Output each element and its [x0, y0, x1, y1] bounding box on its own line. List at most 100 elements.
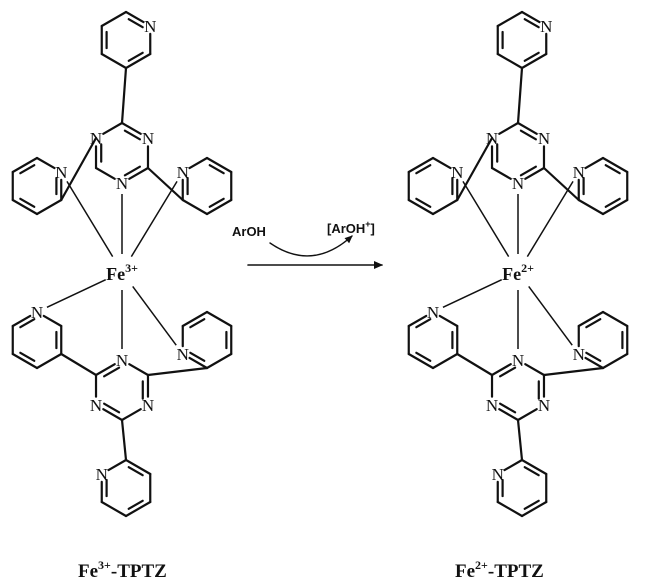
bond-line [60, 136, 98, 202]
bond-line [102, 121, 124, 135]
bond-line [604, 164, 621, 175]
bond-line [120, 66, 128, 125]
bond-line [601, 310, 629, 328]
upper-right-pyridine-ring: N [177, 156, 233, 216]
bond-line [208, 197, 225, 208]
bond-line [11, 314, 32, 328]
lower-bottom-pyridine-ring: N [96, 458, 152, 518]
bond-line [524, 363, 546, 377]
bond-line [431, 198, 459, 216]
bond-line [601, 352, 629, 370]
bond-line [499, 402, 517, 414]
bond-line [415, 197, 432, 208]
bond-line [94, 166, 116, 180]
bond-line [415, 351, 432, 362]
lower-triazine-ring: N N N [486, 351, 550, 422]
bond-line [499, 366, 517, 378]
bond-line [42, 314, 63, 328]
bond-line [127, 18, 144, 29]
bond-line [415, 164, 432, 175]
curved-arrow-icon [269, 235, 353, 257]
nitrogen-atom-label: N [512, 174, 524, 193]
bond-line [124, 500, 152, 518]
nitrogen-atom-label: N [573, 163, 585, 182]
upper-right-pyridine-ring: N [573, 156, 629, 216]
bond-line [127, 51, 144, 62]
bond-line [601, 198, 629, 216]
nitrogen-atom-label: N [90, 396, 102, 415]
nitrogen-atom-label: N [486, 396, 498, 415]
bond-line [35, 352, 63, 370]
nitrogen-atom-label: N [31, 303, 43, 322]
reactant-label: ArOH [232, 224, 266, 239]
bond-line [516, 408, 538, 422]
product-label: [ArOH+] [327, 219, 375, 236]
bond-line [100, 52, 128, 70]
bond-line [520, 500, 548, 518]
bond-line [523, 51, 540, 62]
nitrogen-atom-label: N [116, 174, 128, 193]
fe2-tptz-caption: Fe2+-TPTZ [455, 558, 544, 582]
bond-line [146, 366, 209, 377]
nitrogen-atom-label: N [540, 17, 552, 36]
bond-line [520, 52, 548, 70]
bond-line [205, 310, 233, 328]
bond-line [490, 363, 512, 377]
bond-line [11, 156, 39, 174]
bond-line [542, 166, 580, 202]
bond-line [205, 198, 233, 216]
bond-line [94, 363, 116, 377]
bond-line [542, 366, 605, 377]
bond-line [127, 499, 144, 510]
coordination-bond [132, 286, 177, 346]
coordination-bond [46, 278, 107, 308]
bond-line [407, 156, 435, 174]
upper-top-pyridine-ring: N [496, 10, 552, 70]
bond-line [120, 408, 142, 422]
lower-right-pyridine-ring: N [573, 310, 629, 370]
bond-line [524, 166, 546, 180]
bond-line [503, 458, 524, 472]
bond-line [60, 352, 98, 377]
nitrogen-atom-label: N [427, 303, 439, 322]
bond-line [577, 310, 605, 328]
bond-line [189, 318, 206, 329]
bond-line [107, 458, 128, 472]
bond-line [102, 408, 124, 422]
upper-top-pyridine-ring: N [100, 10, 156, 70]
nitrogen-atom-label: N [492, 465, 504, 484]
coordination-bond [526, 181, 574, 258]
nitrogen-atom-label: N [512, 351, 524, 370]
bond-line [523, 499, 540, 510]
nitrogen-atom-label: N [144, 17, 156, 36]
bond-line [120, 418, 128, 462]
upper-left-pyridine-ring: N [407, 156, 463, 216]
reaction-arrow-group: ArOH [ArOH+] [232, 219, 383, 269]
bond-line [205, 352, 233, 370]
bond-line [577, 198, 605, 216]
bond-line [124, 10, 145, 24]
nitrogen-atom-label: N [538, 396, 550, 415]
bond-line [11, 198, 39, 216]
bond-line [127, 466, 144, 477]
upper-left-pyridine-ring: N [11, 156, 67, 216]
bond-line [19, 164, 36, 175]
bond-line [123, 165, 141, 177]
nitrogen-atom-label: N [177, 163, 189, 182]
bond-line [181, 198, 209, 216]
metal-center-label: Fe2+ [502, 261, 534, 284]
bond-line [498, 408, 520, 422]
bond-line [19, 197, 36, 208]
bond-line [584, 156, 605, 170]
bond-line [523, 18, 540, 29]
bond-line [181, 310, 209, 328]
bond-line [431, 352, 459, 370]
coordination-bond [130, 181, 178, 258]
bond-line [438, 314, 459, 328]
bond-line [585, 351, 602, 362]
bond-line [124, 52, 152, 70]
bond-line [189, 351, 206, 362]
